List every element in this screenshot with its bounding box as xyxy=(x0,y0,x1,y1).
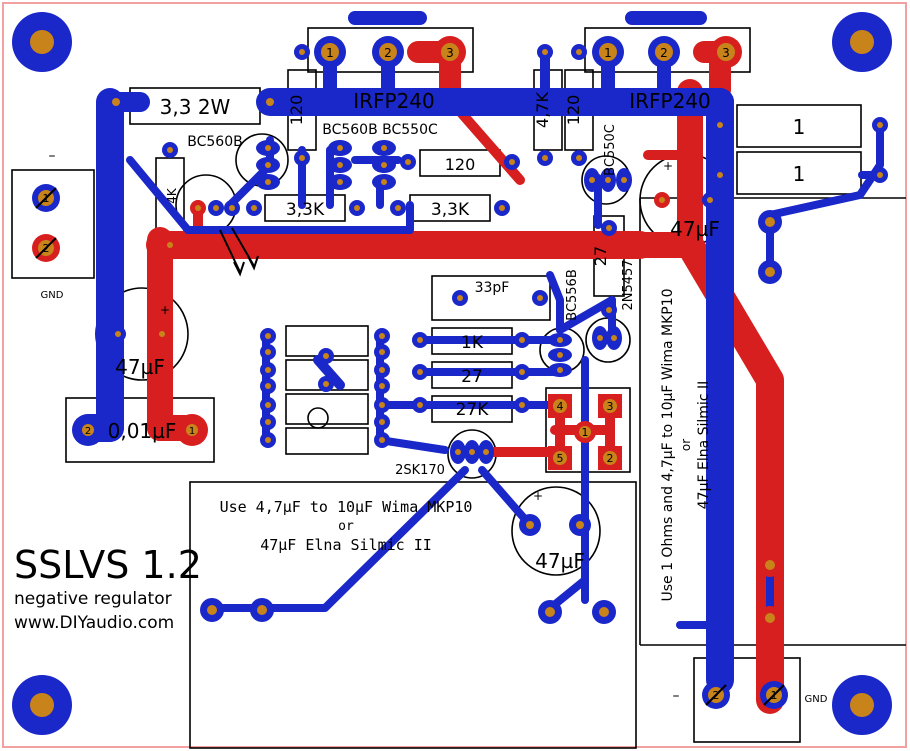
label-c-47uf-right: 47µF xyxy=(670,217,720,241)
svg-text:2: 2 xyxy=(713,689,720,702)
mounting-holes xyxy=(12,12,892,735)
label-2n5457: 2N5457 xyxy=(621,259,636,310)
pad-numbers: 1 2 3 1 2 3 1 2 2 1 2 1 4 3 1 5 2 xyxy=(43,46,778,702)
label-left-minus: – xyxy=(49,148,56,164)
label-irfp240-b: IRFP240 xyxy=(629,89,711,113)
svg-text:1: 1 xyxy=(43,192,50,205)
svg-text:1: 1 xyxy=(189,426,195,437)
label-r-120-c: 120 xyxy=(445,155,476,174)
label-irfp240-a: IRFP240 xyxy=(353,89,435,113)
label-c-47uf-left: 47µF xyxy=(115,355,165,379)
led-arrow-icon xyxy=(219,227,259,277)
svg-text:+: + xyxy=(533,489,543,503)
svg-text:2: 2 xyxy=(660,46,668,60)
svg-text:+: + xyxy=(160,303,170,317)
label-r-33w: 3,3 2W xyxy=(160,95,231,119)
label-2sk170: 2SK170 xyxy=(395,463,445,478)
label-r-27-a: 27 xyxy=(591,246,610,266)
label-bc550c: BC550C xyxy=(603,124,618,176)
label-left-gnd: GND xyxy=(41,290,64,301)
label-r-27-b: 27 xyxy=(461,367,483,387)
label-c-33pf: 33pF xyxy=(475,280,510,296)
svg-text:1: 1 xyxy=(582,426,589,439)
label-r-1-b: 1 xyxy=(793,162,806,186)
assembly-notes: Use 4,7µF to 10µF Wima MKP10 or 47µF Eln… xyxy=(220,288,712,601)
label-r-120-a: 120 xyxy=(287,95,306,126)
terminal-screws xyxy=(35,187,785,706)
board-subtitle: negative regulator xyxy=(14,589,172,609)
small-pads xyxy=(106,44,888,630)
label-r-27k: 27K xyxy=(456,400,490,420)
label-r-47k: 4,7K xyxy=(533,92,552,128)
svg-text:4: 4 xyxy=(557,400,564,413)
board-title-block: SSLVS 1.2 negative regulator www.DIYaudi… xyxy=(14,543,202,633)
svg-text:5: 5 xyxy=(557,452,564,465)
svg-text:1: 1 xyxy=(604,46,612,60)
label-bc556b: BC556B xyxy=(565,269,580,321)
svg-text:+: + xyxy=(663,159,673,173)
component-labels: 3,3 2W IRFP240 IRFP240 BC560B BC550C BC5… xyxy=(41,89,828,705)
board-title: SSLVS 1.2 xyxy=(14,543,202,587)
label-r-4k-small: 4K xyxy=(165,187,179,204)
svg-text:2: 2 xyxy=(384,46,392,60)
note-right-line2: or xyxy=(679,439,693,451)
note-right-line3: 47µF Elna Silmic II xyxy=(696,381,712,509)
bottom-copper-layer xyxy=(76,11,884,694)
label-r-33k-b: 3,3K xyxy=(431,200,470,220)
svg-text:1: 1 xyxy=(771,689,778,702)
svg-text:3: 3 xyxy=(607,400,614,413)
label-bc560b: BC560B xyxy=(187,134,242,150)
label-r-120-b: 120 xyxy=(564,95,583,126)
label-bc560b-bc550c: BC560B BC550C xyxy=(322,122,438,138)
svg-text:1: 1 xyxy=(326,46,334,60)
svg-text:3: 3 xyxy=(446,46,454,60)
label-c-47uf-bottom: 47µF xyxy=(535,549,585,573)
svg-text:3: 3 xyxy=(722,46,730,60)
note-bottom-line3: 47µF Elna Silmic II xyxy=(260,536,432,554)
note-bottom-line2: or xyxy=(338,519,354,534)
note-right-line1: Use 1 Ohms and 4,7µF to 10µF Wima MKP10 xyxy=(660,288,676,601)
label-right-gnd: GND xyxy=(805,694,828,705)
note-bottom-line1: Use 4,7µF to 10µF Wima MKP10 xyxy=(220,498,473,516)
label-r-33k-a: 3,3K xyxy=(286,200,325,220)
svg-text:2: 2 xyxy=(607,452,614,465)
label-r-1-a: 1 xyxy=(793,115,806,139)
svg-text:2: 2 xyxy=(43,242,50,255)
label-c-001uf: 0,01µF xyxy=(108,419,177,443)
label-r-1k: 1K xyxy=(461,333,484,353)
svg-text:2: 2 xyxy=(85,426,91,437)
board-website: www.DIYaudio.com xyxy=(14,613,174,633)
label-right-minus: – xyxy=(673,688,680,704)
